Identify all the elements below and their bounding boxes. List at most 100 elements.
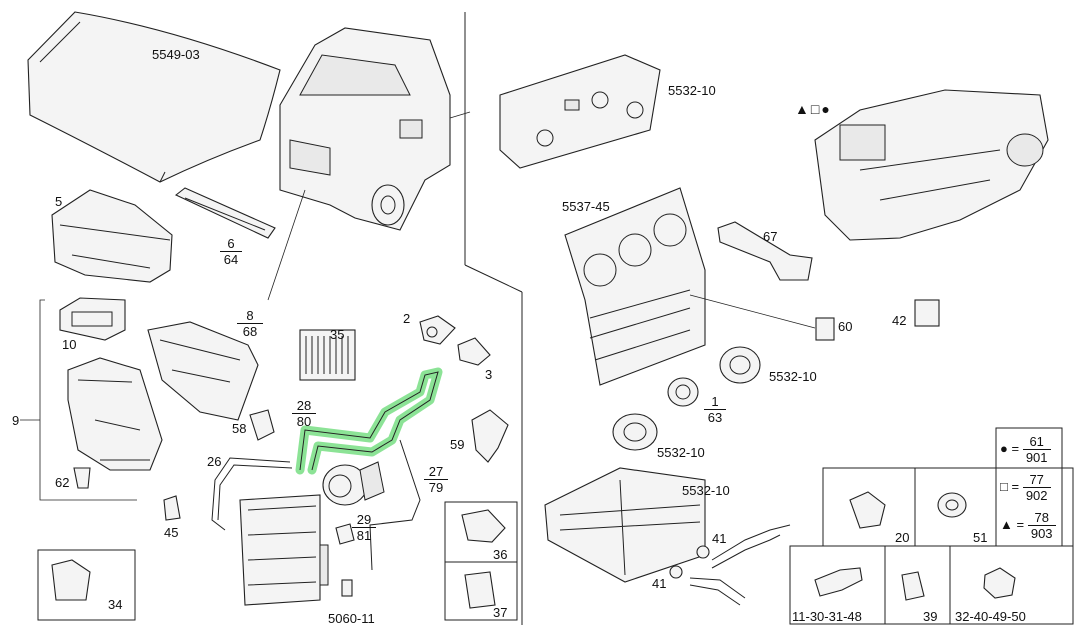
condenser[interactable] [239,494,329,606]
label-knob-right-ref[interactable]: 5532-10 [769,369,817,384]
hood-panel[interactable] [27,11,281,183]
part-35-cabin-filter[interactable] [299,329,356,381]
part-62-connector[interactable] [73,467,91,489]
fraction-num: 8 [246,308,254,323]
callout-59[interactable]: 59 [450,437,465,452]
legend-den: 902 [1022,487,1051,503]
control-knob-right[interactable] [719,346,761,384]
callout-5[interactable]: 5 [55,194,63,209]
part-10-gasket[interactable] [59,297,126,341]
part-59-valve[interactable] [471,409,509,463]
part-5-housing[interactable] [51,189,173,283]
callout-26[interactable]: 26 [207,454,222,469]
callout-1-63[interactable]: 1 63 [704,394,726,425]
part-51-washer[interactable] [937,492,967,518]
callout-2[interactable]: 2 [403,311,411,326]
control-knob-1[interactable] [667,377,699,407]
part-58-clip[interactable] [249,409,275,441]
part-37-grommet[interactable] [464,571,496,609]
callout-10[interactable]: 10 [62,337,77,352]
callout-51[interactable]: 51 [973,530,988,545]
callout-11-30-31-48[interactable]: 11-30-31-48 [792,609,862,624]
callout-41-lower[interactable]: 41 [652,576,667,591]
fraction-num: 6 [227,236,235,251]
dashboard-panel[interactable] [564,187,706,386]
callout-20[interactable]: 20 [895,530,910,545]
fraction-num: 27 [428,464,444,479]
callout-39[interactable]: 39 [923,609,938,624]
legend-den: 903 [1027,525,1056,541]
fraction-num: 29 [356,512,372,527]
callout-9[interactable]: 9 [12,413,20,428]
callout-42[interactable]: 42 [892,313,907,328]
legend-symbol: ▲ [1000,516,1013,532]
part-39-nut[interactable] [901,571,925,601]
callout-27-79[interactable]: 27 79 [424,464,448,495]
condenser-sensor[interactable] [341,579,353,597]
part-32-nut[interactable] [983,567,1016,599]
label-condenser-ref[interactable]: 5060-11 [328,611,375,626]
fraction-num: 1 [711,394,719,409]
callout-29-81[interactable]: 29 81 [352,512,376,543]
group-9-bracket [39,299,137,501]
callout-3[interactable]: 3 [485,367,493,382]
callout-34[interactable]: 34 [108,597,123,612]
heater-core[interactable] [544,467,706,583]
hvac-unit[interactable] [814,89,1049,241]
fraction-den: 79 [424,479,448,495]
callout-41-upper[interactable]: 41 [712,531,727,546]
part-36-clamp[interactable] [461,509,506,543]
truck-cab[interactable] [279,27,471,231]
part-2-fitting[interactable] [419,315,456,345]
heater-hose-lower[interactable] [689,577,746,599]
callout-45[interactable]: 45 [164,525,179,540]
callout-60[interactable]: 60 [838,319,853,334]
legend-symbols: ▲□● [795,101,832,117]
fraction-den: 63 [704,409,726,425]
part-8-duct[interactable] [147,321,259,421]
part-42-relay[interactable] [914,299,940,327]
blower-housing[interactable] [67,357,163,471]
callout-62[interactable]: 62 [55,475,70,490]
callout-36[interactable]: 36 [493,547,508,562]
callout-28-80[interactable]: 28 80 [292,398,316,429]
legend-row-2: □ = 77 902 [1000,472,1051,503]
callout-37[interactable]: 37 [493,605,508,620]
callout-35[interactable]: 35 [330,327,345,342]
part-11-screw[interactable] [814,567,863,597]
part-3-seal[interactable] [457,337,491,366]
label-dash-panel-ref[interactable]: 5537-45 [562,199,610,214]
fraction-den: 68 [237,323,263,339]
label-heater-core-ref[interactable]: 5532-10 [682,483,730,498]
part-41-clamp-lower[interactable] [669,565,683,579]
callout-8-68[interactable]: 8 68 [237,308,263,339]
callout-67[interactable]: 67 [763,229,778,244]
ac-control-panel[interactable] [499,54,661,169]
label-hood-ref[interactable]: 5549-03 [152,47,200,62]
fraction-den: 80 [292,413,316,429]
callout-32-40-49-50[interactable]: 32-40-49-50 [955,609,1026,624]
callout-6-64[interactable]: 6 64 [220,236,242,267]
part-45-clip[interactable] [163,495,181,521]
refrigerant-pipe-28-80[interactable] [295,367,443,475]
part-34-bracket[interactable] [51,559,91,601]
heater-hose-upper[interactable] [711,524,791,561]
divider-diagonal [464,264,523,293]
part-60-switch[interactable] [815,317,835,341]
ac-compressor[interactable] [322,461,385,506]
part-67-harness[interactable] [717,221,813,281]
label-control-panel-ref[interactable]: 5532-10 [668,83,716,98]
label-knob-bottom-ref[interactable]: 5532-10 [657,445,705,460]
part-27-hose[interactable] [369,439,421,571]
part-20-bolt[interactable] [849,491,886,529]
callout-58[interactable]: 58 [232,421,247,436]
part-29-drier[interactable] [335,523,355,545]
part-26-hose[interactable] [211,457,291,531]
control-knob-bottom[interactable] [612,413,658,451]
part-41-clamp-upper[interactable] [696,545,710,559]
part-6-strip[interactable] [174,187,276,239]
legend-symbol: ● [1000,440,1008,456]
box-36-37 [444,501,518,621]
legend-num: 61 [1029,434,1044,449]
